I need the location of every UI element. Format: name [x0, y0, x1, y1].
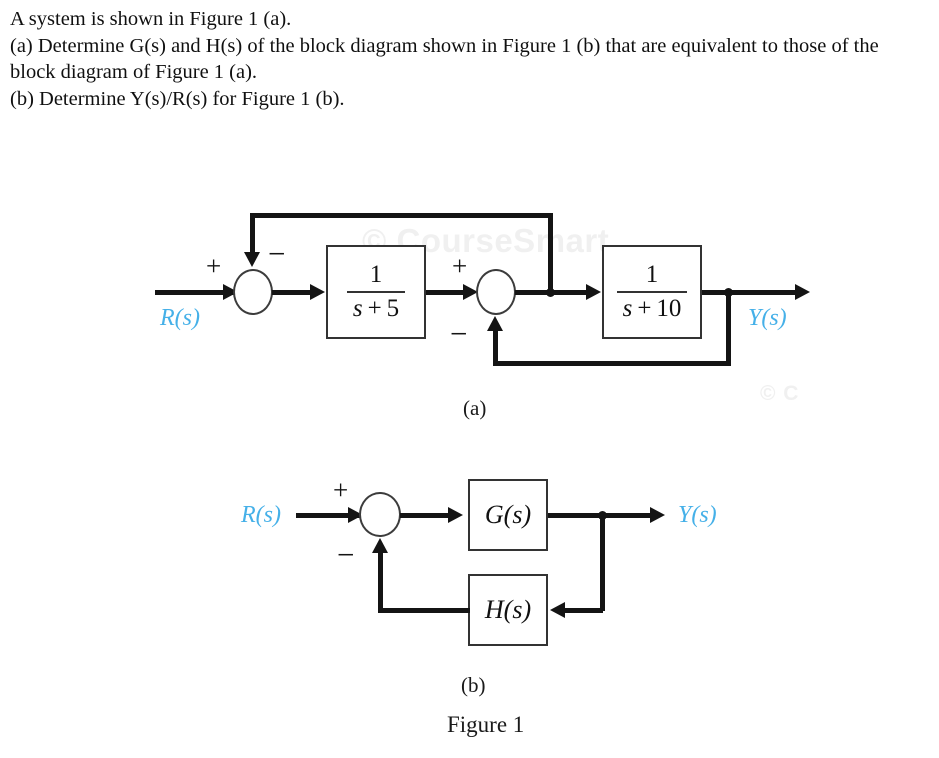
numerator: 1: [369, 260, 383, 288]
sum2-plus-sign: +: [452, 251, 468, 281]
wire-feedback-down-b: [600, 513, 605, 611]
fraction-1-over-s-plus-5: 1 s+5: [346, 260, 406, 323]
denominator-op: +: [637, 295, 652, 322]
denominator-const: 10: [656, 295, 682, 322]
wire-block1-to-sum2: [426, 290, 468, 295]
sum-b-plus-sign: +: [333, 475, 349, 505]
problem-line-part-a: (a) Determine G(s) and H(s) of the block…: [10, 34, 879, 84]
wire-inner-feedback-down: [726, 290, 731, 366]
wire-sum-to-gs: [400, 513, 450, 518]
sum2-minus-sign: −: [450, 316, 468, 351]
transfer-block-hs: H(s): [468, 574, 548, 646]
problem-statement: A system is shown in Figure 1 (a). (a) D…: [10, 6, 925, 112]
wire-inner-feedback-up-into-sum2: [493, 330, 498, 363]
input-label-rs: R(s): [160, 305, 200, 331]
transfer-block-1-over-s-plus-5: 1 s+5: [326, 245, 426, 339]
arrowhead-into-block1: [310, 284, 325, 300]
sum1-minus-sign: −: [268, 236, 286, 271]
fraction-bar: [346, 291, 406, 293]
denominator-const: 5: [386, 295, 400, 322]
arrowhead-into-sum2: [463, 284, 478, 300]
arrowhead-outer-feedback-into-sum1: [244, 252, 260, 267]
arrowhead-into-block2: [586, 284, 601, 300]
arrowhead-into-gs: [448, 507, 463, 523]
transfer-block-gs: G(s): [468, 479, 548, 551]
figure-caption: Figure 1: [447, 712, 525, 737]
numerator: 1: [645, 260, 659, 288]
denominator-var: s: [352, 295, 363, 322]
fraction-bar: [616, 291, 688, 293]
wire-hs-to-left: [378, 608, 470, 613]
problem-line-intro: A system is shown in Figure 1 (a).: [10, 8, 292, 30]
hs-label: H(s): [484, 595, 532, 624]
arrowhead-into-hs: [550, 602, 565, 618]
denominator: s+10: [617, 295, 688, 322]
sum-b-minus-sign: −: [337, 537, 355, 572]
wire-outer-feedback-down-into-sum1: [250, 213, 255, 254]
arrowhead-output: [795, 284, 810, 300]
wire-feedback-up-into-sum-b: [378, 552, 383, 611]
sum1-plus-sign: +: [206, 251, 222, 281]
arrowhead-output-b: [650, 507, 665, 523]
fraction-1-over-s-plus-10: 1 s+10: [616, 260, 688, 323]
wire-outer-feedback-up: [548, 213, 553, 292]
denominator-var: s: [622, 295, 633, 322]
denominator: s+5: [347, 295, 405, 322]
denominator-op: +: [367, 295, 382, 322]
problem-line-part-b: (b) Determine Y(s)/R(s) for Figure 1 (b)…: [10, 87, 345, 110]
summing-junction-b: [359, 492, 401, 537]
wire-block2-to-output: [702, 290, 802, 295]
wire-feedback-into-hs: [565, 608, 603, 613]
input-label-rs-b: R(s): [241, 502, 281, 528]
output-label-ys-b: Y(s): [678, 502, 717, 528]
wire-inner-feedback-across: [493, 361, 731, 366]
output-label-ys: Y(s): [748, 305, 787, 331]
wire-outer-feedback-across: [250, 213, 553, 218]
wire-input-to-sum-b: [296, 513, 362, 518]
arrowhead-feedback-into-sum-b: [372, 538, 388, 553]
gs-label: G(s): [484, 500, 532, 529]
transfer-block-1-over-s-plus-10: 1 s+10: [602, 245, 702, 339]
subfigure-caption-b: (b): [461, 673, 486, 697]
subfigure-caption-a: (a): [463, 396, 487, 420]
wire-sum1-to-block1: [272, 290, 314, 295]
wire-input-to-sum1: [155, 290, 237, 295]
branch-dot-outer-feedback-pickup: [546, 288, 555, 297]
arrowhead-inner-feedback-into-sum2: [487, 316, 503, 331]
